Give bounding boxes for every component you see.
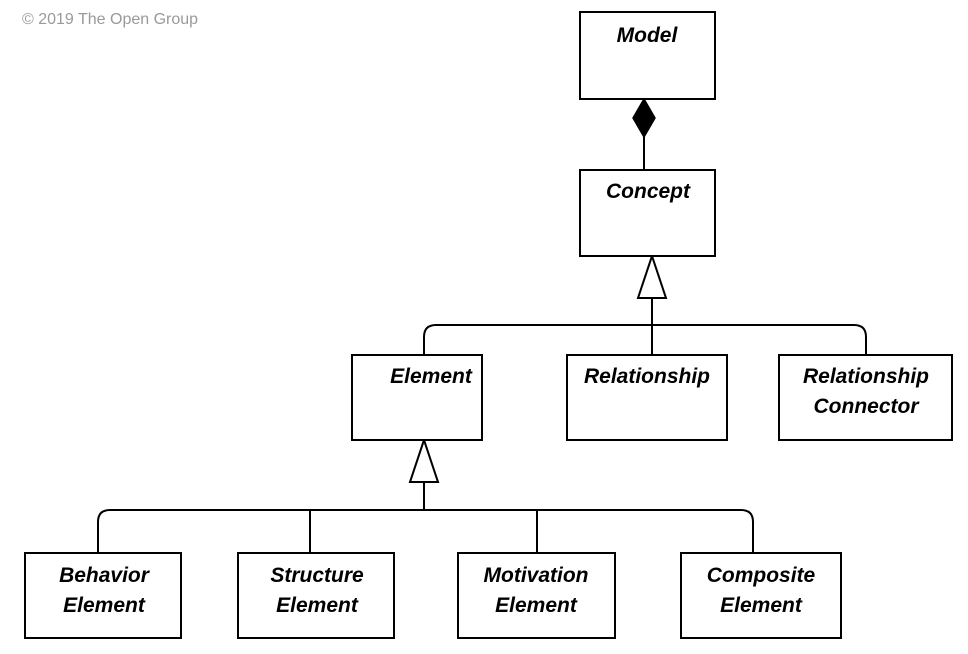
node-model: Model: [579, 11, 716, 100]
node-label: Element: [495, 594, 578, 617]
node-structure-element: Structure Element: [237, 552, 395, 639]
node-concept: Concept: [579, 169, 716, 257]
node-label: Relationship: [584, 365, 710, 388]
node-label: Composite: [707, 564, 816, 587]
node-label: Motivation: [484, 564, 589, 587]
node-label: Element: [63, 594, 146, 617]
node-motivation-element: Motivation Element: [457, 552, 616, 639]
element-generalization-branch: [97, 509, 754, 553]
node-label: Model: [617, 24, 679, 47]
node-label: Connector: [814, 395, 921, 418]
generalization-arrow-icon: [636, 252, 668, 299]
node-composite-element: Composite Element: [680, 552, 842, 639]
node-relationship: Relationship: [566, 354, 728, 441]
concept-generalization-branch: [423, 324, 867, 355]
node-behavior-element: Behavior Element: [24, 552, 182, 639]
node-label: Relationship: [803, 365, 929, 388]
node-relationship-connector: Relationship Connector: [778, 354, 953, 441]
copyright-notice: © 2019 The Open Group: [22, 11, 199, 28]
generalization-arrow-icon: [408, 436, 440, 483]
node-label: Structure: [270, 564, 364, 587]
node-label: Element: [390, 365, 473, 388]
connectors: [97, 97, 867, 553]
node-label: Element: [720, 594, 803, 617]
composition-diamond-icon: [632, 97, 656, 139]
node-label: Element: [276, 594, 359, 617]
node-label: Behavior: [59, 564, 151, 587]
node-element: Element: [351, 354, 483, 441]
node-label: Concept: [606, 180, 691, 203]
